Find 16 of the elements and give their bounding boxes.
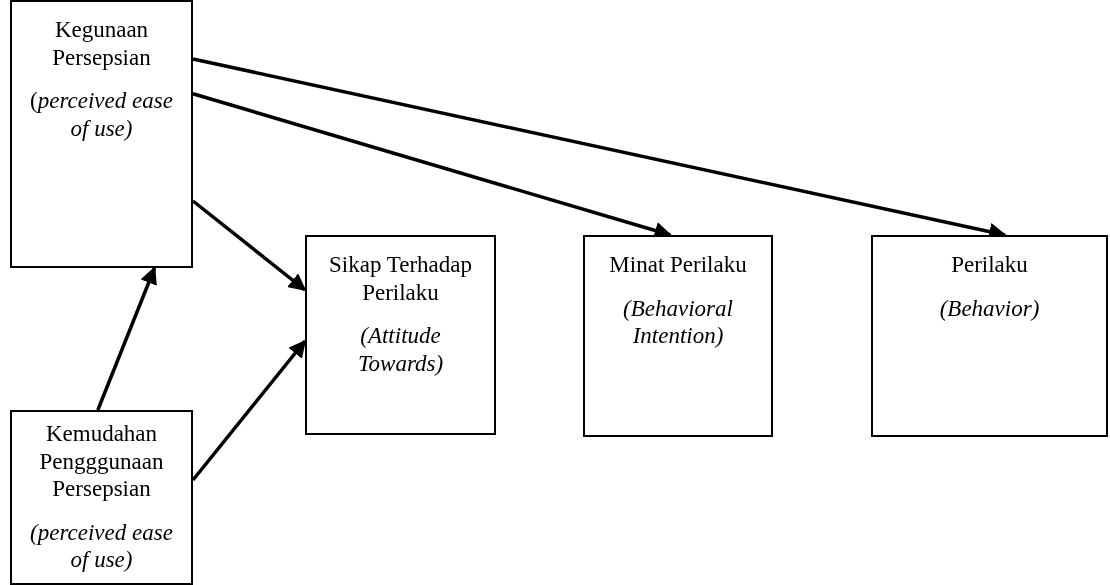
english-term: (perceived ease of use) — [29, 87, 174, 143]
concept-box — [10, 410, 193, 585]
concept-box — [10, 0, 193, 268]
concept-name: Kegunaan Persepsian — [51, 16, 152, 72]
arrow — [96, 266, 157, 411]
english-term: (perceived ease of use) — [29, 518, 174, 574]
concept-box — [583, 235, 773, 437]
concept-box — [871, 235, 1108, 437]
english-term: (Behavior) — [938, 294, 1041, 323]
concept-name: Sikap Terhadap Perilaku — [328, 251, 473, 307]
concept-name: Perilaku — [950, 251, 1029, 279]
concept-name: Minat Perilaku — [608, 251, 748, 279]
concept-box — [305, 235, 496, 435]
english-term: (Behavioral Intention) — [622, 294, 734, 350]
concept-name: Kemudahan Pengggunaan Persepsian — [38, 420, 165, 503]
english-term: (Attitude Towards) — [356, 322, 445, 378]
